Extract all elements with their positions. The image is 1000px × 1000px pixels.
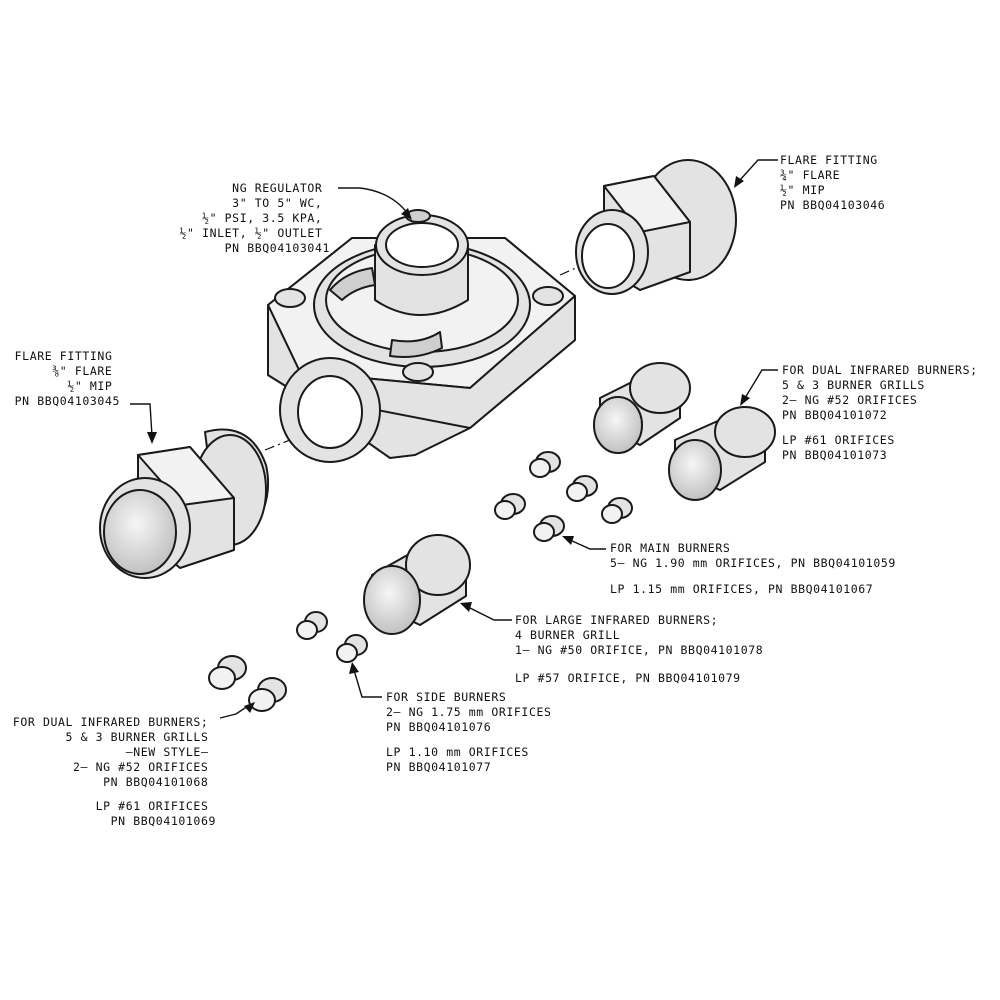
orifice-dual-left-2	[248, 677, 287, 712]
bolt-right	[532, 286, 564, 306]
orifice-cap-dual-right-2	[668, 406, 776, 501]
dual-infrared-left-orifices	[208, 655, 287, 712]
main-burner-orifices	[494, 451, 633, 542]
side-burner-orifices	[296, 611, 368, 663]
orifice-side-1	[296, 611, 328, 640]
label-ng-regulator: NG REGULATOR 3" TO 5" WC, ½" PSI, 3.5 KP…	[180, 181, 330, 255]
label-flare-fitting-left: FLARE FITTING ⅜" FLARE ½" MIP PN BBQ0410…	[15, 349, 120, 408]
bolt-front	[402, 362, 434, 382]
flare-fitting-right	[575, 159, 737, 295]
bolt-left	[274, 288, 306, 308]
orifice-main-2	[566, 475, 598, 502]
label-flare-fitting-right: FLARE FITTING ¾" FLARE ½" MIP PN BBQ0410…	[780, 153, 885, 212]
orifice-main-5	[533, 515, 565, 542]
label-side-burners: FOR SIDE BURNERS 2– NG 1.75 mm ORIFICES …	[386, 690, 559, 774]
centerline-left	[264, 435, 301, 451]
label-dual-infrared-right: FOR DUAL INFRARED BURNERS; 5 & 3 BURNER …	[782, 363, 985, 462]
label-large-infrared: FOR LARGE INFRARED BURNERS; 4 BURNER GRI…	[515, 613, 771, 685]
orifice-main-1	[529, 451, 561, 478]
orifice-main-3	[494, 493, 526, 520]
orifice-main-4	[601, 497, 633, 524]
orifice-cap-dual-right-1	[593, 362, 691, 454]
label-dual-infrared-left: FOR DUAL INFRARED BURNERS; 5 & 3 BURNER …	[13, 715, 216, 828]
label-main-burners: FOR MAIN BURNERS 5– NG 1.90 mm ORIFICES,…	[610, 541, 903, 596]
orifice-dual-left-1	[208, 655, 247, 690]
flare-fitting-left	[99, 428, 270, 579]
orifice-side-2	[336, 634, 368, 663]
leader-lines	[130, 159, 778, 719]
ng-regulator	[267, 209, 576, 463]
orifice-cap-large-infrared	[363, 534, 471, 635]
